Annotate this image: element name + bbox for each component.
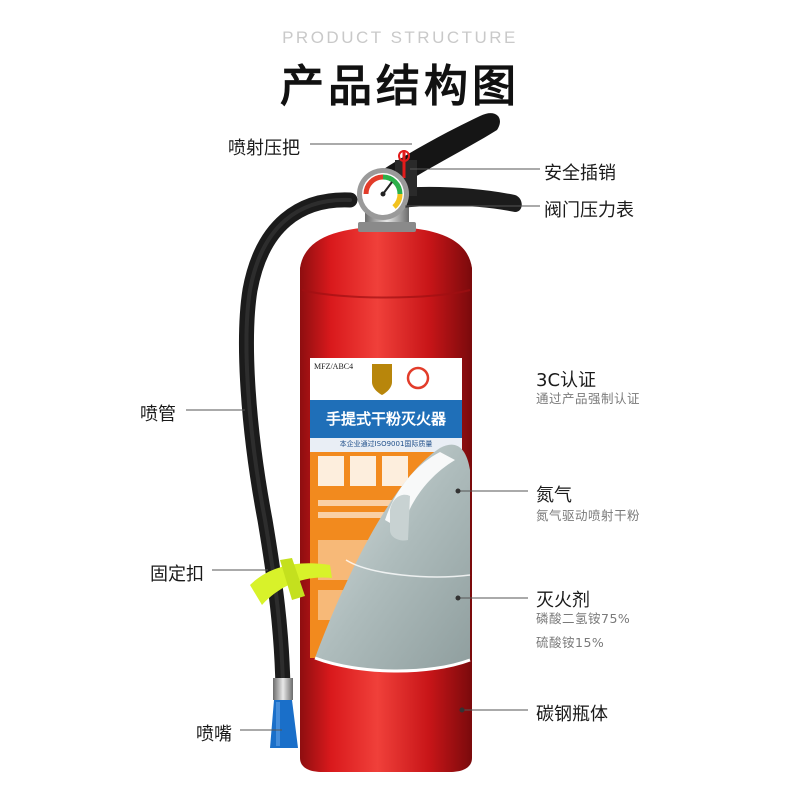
label-hose: 喷管 [140,400,176,426]
label-clip: 固定扣 [150,560,204,586]
product-model: MFZ/ABC4 [314,362,353,371]
product-note: 本企业通过ISO9001国际质量 [312,439,460,449]
nozzle-fitting [273,678,293,700]
label-pin: 安全插销 [544,159,616,185]
nozzle [270,700,298,748]
label-agent-desc1: 磷酸二氢铵75% [536,608,630,627]
label-handle: 喷射压把 [228,134,300,160]
label-body: 碳钢瓶体 [536,700,608,726]
label-nitrogen: 氮气 [536,481,572,507]
label-agent-desc2: 硫酸铵15% [536,632,604,651]
label-cert-desc: 通过产品强制认证 [536,388,640,407]
product-name: 手提式干粉灭火器 [312,408,460,429]
label-nitrogen-desc: 氮气驱动喷射干粉 [536,505,640,524]
label-nozzle: 喷嘴 [196,720,232,746]
label-gauge: 阀门压力表 [544,196,634,222]
